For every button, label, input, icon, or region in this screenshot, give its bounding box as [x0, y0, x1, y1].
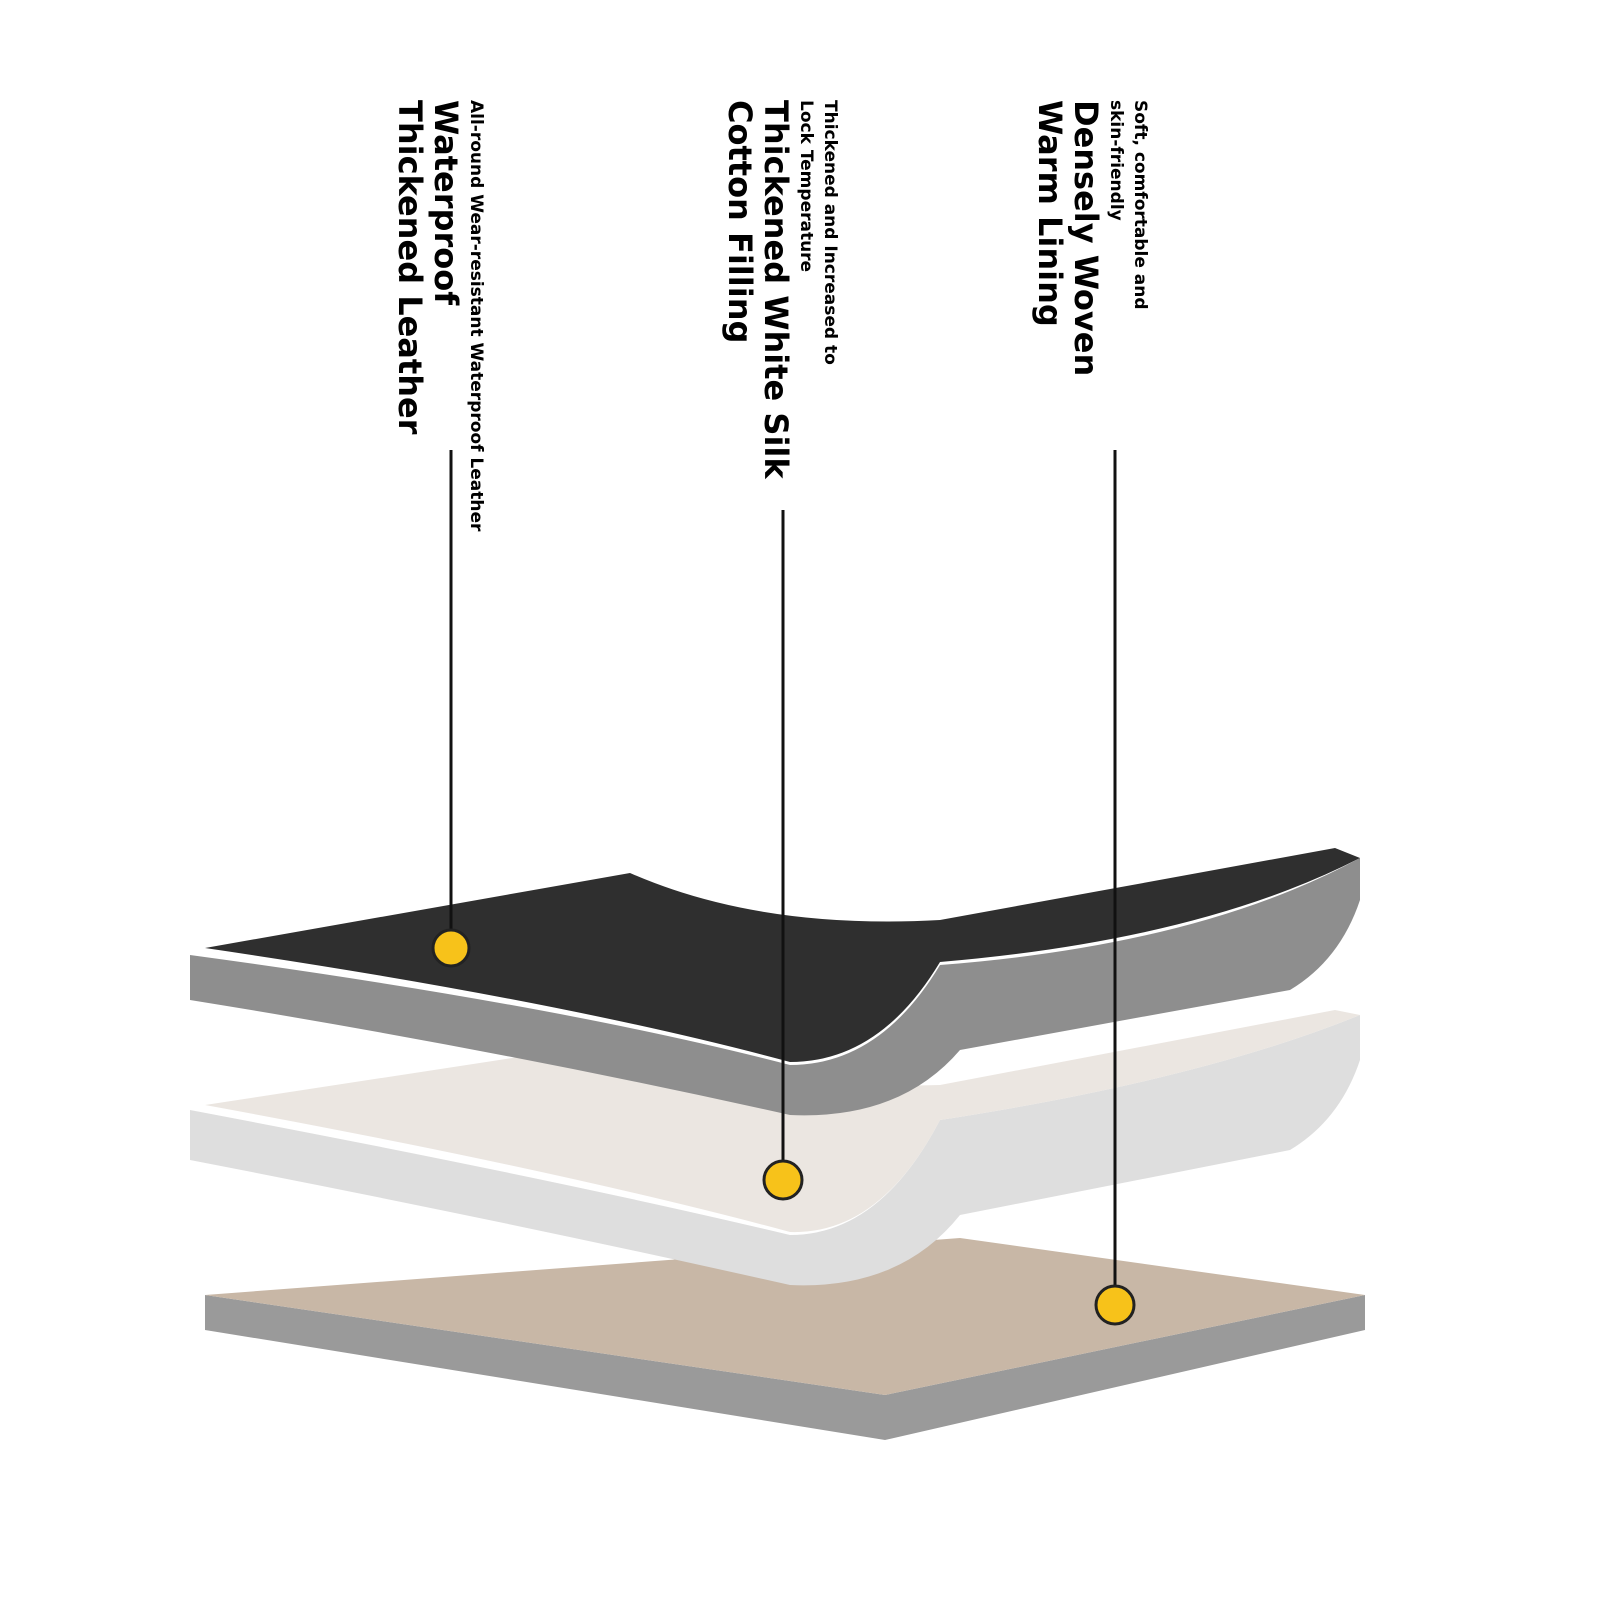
- label-lining-layer: Soft, comfortable and skin-friendly Dens…: [1031, 100, 1152, 377]
- leather-edge: [190, 858, 1360, 1116]
- label-leather-layer: All-round Wear-resistant Waterproof Leat…: [391, 100, 488, 532]
- marker-dot-leather: [431, 928, 471, 968]
- lining-title-1: Densely Woven: [1067, 100, 1105, 377]
- lining-title-2: Warm Lining: [1031, 100, 1069, 327]
- leather-title-2: Thickened Leather: [391, 100, 429, 435]
- cotton-title-1: Thickened White Silk: [757, 100, 795, 479]
- cotton-subtitle-1: Thickened and Increased to: [820, 100, 840, 365]
- lining-surface: [205, 1238, 1365, 1395]
- cotton-title-2: Cotton Filling: [721, 100, 759, 344]
- lining-subtitle-2: skin-friendly: [1106, 100, 1126, 221]
- lining-subtitle-1: Soft, comfortable and: [1130, 100, 1150, 310]
- cotton-subtitle-2: Lock Temperature: [796, 100, 816, 273]
- label-cotton-layer: Thickened and Increased to Lock Temperat…: [721, 100, 842, 479]
- marker-dot-cotton: [762, 1159, 804, 1201]
- leather-title-1: Waterproof: [427, 100, 465, 306]
- lining-layer: [205, 1238, 1365, 1440]
- marker-dot-lining: [1094, 1284, 1136, 1326]
- cotton-edge: [190, 1015, 1360, 1286]
- lining-edge: [205, 1295, 1365, 1440]
- leather-subtitle: All-round Wear-resistant Waterproof Leat…: [466, 100, 486, 532]
